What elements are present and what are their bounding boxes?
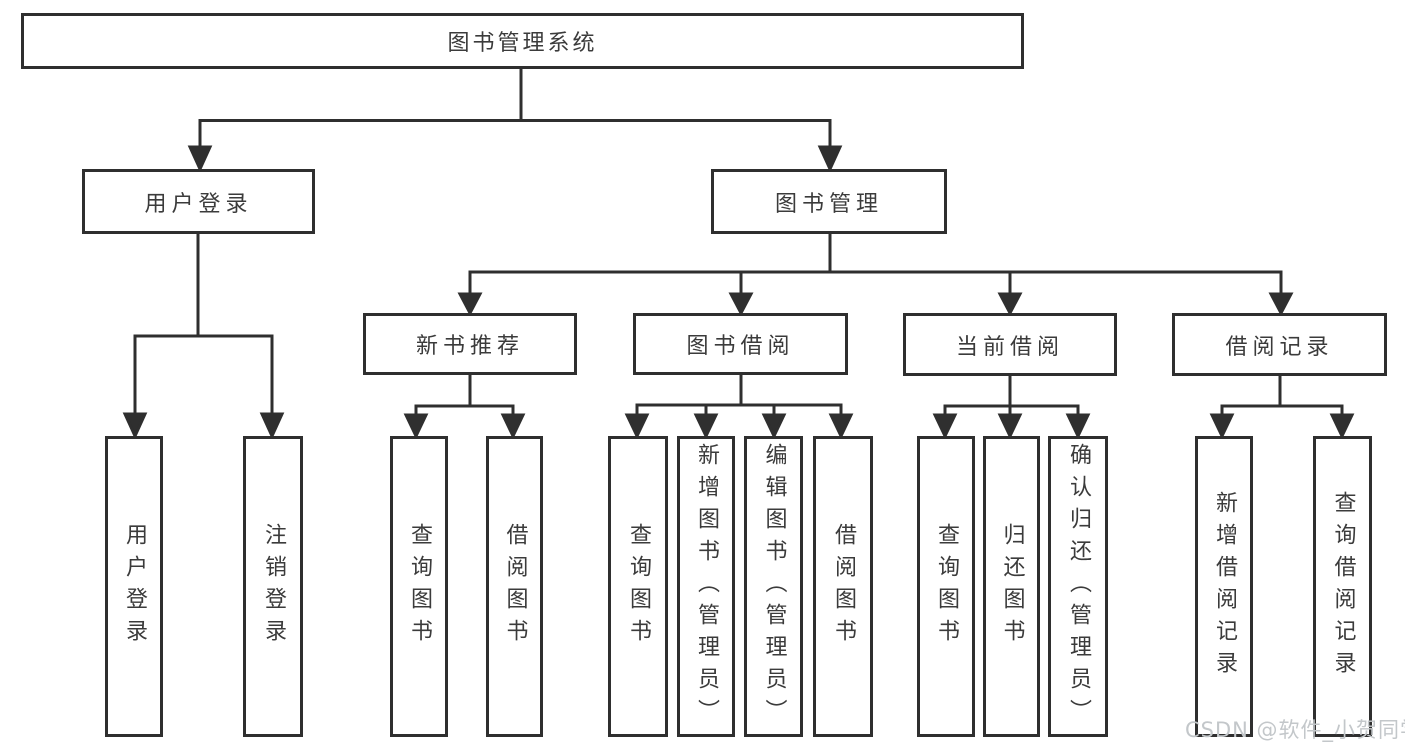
node-new-book-recommend-label: 新书推荐 xyxy=(415,334,524,359)
leaf-user-login-label: 用户登录 xyxy=(122,522,147,651)
connector-user-login-children xyxy=(122,234,285,440)
leaf-edit-book-admin: 编辑图书（管理员） xyxy=(744,436,803,737)
node-book-management: 图书管理 xyxy=(711,169,947,234)
leaf-add-borrow-record-label: 新增借阅记录 xyxy=(1212,490,1237,683)
leaf-query-books-borrow-label: 查询图书 xyxy=(626,522,651,651)
connector-new-book-children xyxy=(403,375,526,440)
node-user-login-label: 用户登录 xyxy=(144,191,253,217)
leaf-query-borrow-record-label: 查询借阅记录 xyxy=(1330,490,1356,683)
connector-book-borrow-children xyxy=(624,375,854,440)
leaf-user-login: 用户登录 xyxy=(105,436,163,737)
leaf-borrow-books-label: 借阅图书 xyxy=(831,522,856,651)
leaf-add-borrow-record: 新增借阅记录 xyxy=(1195,436,1253,737)
csdn-watermark: CSDN @软件_小贺同学 xyxy=(1185,718,1405,742)
leaf-query-borrow-record: 查询借阅记录 xyxy=(1313,436,1372,737)
node-borrowing-records-label: 借阅记录 xyxy=(1225,334,1334,360)
leaf-return-books-label: 归还图书 xyxy=(999,522,1025,651)
leaf-add-book-admin: 新增图书（管理员） xyxy=(677,436,735,737)
leaf-edit-book-admin-label: 编辑图书（管理员） xyxy=(761,442,787,731)
connector-root-to-level2 xyxy=(187,69,843,173)
leaf-logout-label: 注销登录 xyxy=(261,522,286,651)
leaf-logout: 注销登录 xyxy=(243,436,303,737)
node-current-borrowing: 当前借阅 xyxy=(903,313,1117,376)
node-library-system-label: 图书管理系统 xyxy=(447,31,598,56)
leaf-return-books: 归还图书 xyxy=(983,436,1040,737)
connector-current-borrow-children xyxy=(932,376,1091,440)
leaf-query-books-borrow: 查询图书 xyxy=(608,436,668,737)
node-book-borrowing: 图书借阅 xyxy=(633,313,848,375)
leaf-query-books-recommend-label: 查询图书 xyxy=(407,522,432,651)
leaf-query-books-current: 查询图书 xyxy=(917,436,975,737)
leaf-confirm-return-admin: 确认归还（管理员） xyxy=(1048,436,1108,737)
node-user-login: 用户登录 xyxy=(82,169,315,234)
leaf-query-books-current-label: 查询图书 xyxy=(934,522,959,651)
connector-book-mgmt-children xyxy=(457,234,1294,317)
node-book-management-label: 图书管理 xyxy=(774,191,883,217)
node-book-borrowing-label: 图书借阅 xyxy=(686,334,795,359)
leaf-borrow-books: 借阅图书 xyxy=(813,436,873,737)
leaf-confirm-return-admin-label: 确认归还（管理员） xyxy=(1066,442,1091,731)
node-new-book-recommend: 新书推荐 xyxy=(363,313,577,375)
leaf-borrow-books-recommend: 借阅图书 xyxy=(486,436,543,737)
node-current-borrowing-label: 当前借阅 xyxy=(955,334,1064,360)
node-library-system: 图书管理系统 xyxy=(21,13,1024,69)
node-borrowing-records: 借阅记录 xyxy=(1172,313,1387,376)
connector-borrow-records-children xyxy=(1209,376,1355,440)
leaf-add-book-admin-label: 新增图书（管理员） xyxy=(694,442,719,731)
leaf-query-books-recommend: 查询图书 xyxy=(390,436,448,737)
leaf-borrow-books-recommend-label: 借阅图书 xyxy=(502,522,528,651)
